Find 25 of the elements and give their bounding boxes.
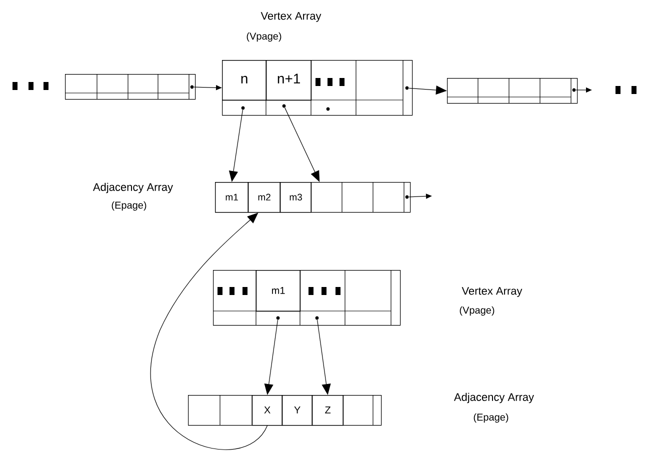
array-box: [446, 78, 578, 104]
arrow: [284, 108, 320, 182]
arrow: [194, 85, 222, 90]
array-cell: n: [222, 60, 267, 101]
array-subtitle: (Epage): [474, 413, 508, 423]
array-box: [64, 74, 196, 100]
array-subtitle: (Vpage): [246, 32, 282, 42]
array-cell: X: [252, 395, 283, 426]
array-subtitle: (Vpage): [460, 306, 494, 316]
array-cell: m1: [256, 270, 301, 312]
array-title: Adjacency Array: [454, 392, 534, 404]
array-title: Vertex Array: [260, 12, 322, 22]
array-cell: Y: [282, 395, 313, 426]
arrow: [150, 212, 268, 450]
array-title: Adjacency Array: [92, 182, 173, 194]
array-title: Vertex Array: [462, 287, 522, 297]
arrow: [264, 320, 278, 395]
array-subtitle: (Epage): [112, 201, 146, 211]
array-cell: m2: [248, 182, 281, 213]
array-cell: m1: [215, 182, 249, 213]
array-cell: Z: [312, 395, 344, 426]
arrow: [316, 320, 331, 395]
arrow: [408, 194, 432, 199]
array-cell: n+1: [266, 60, 312, 101]
array-cell: m3: [280, 182, 312, 213]
